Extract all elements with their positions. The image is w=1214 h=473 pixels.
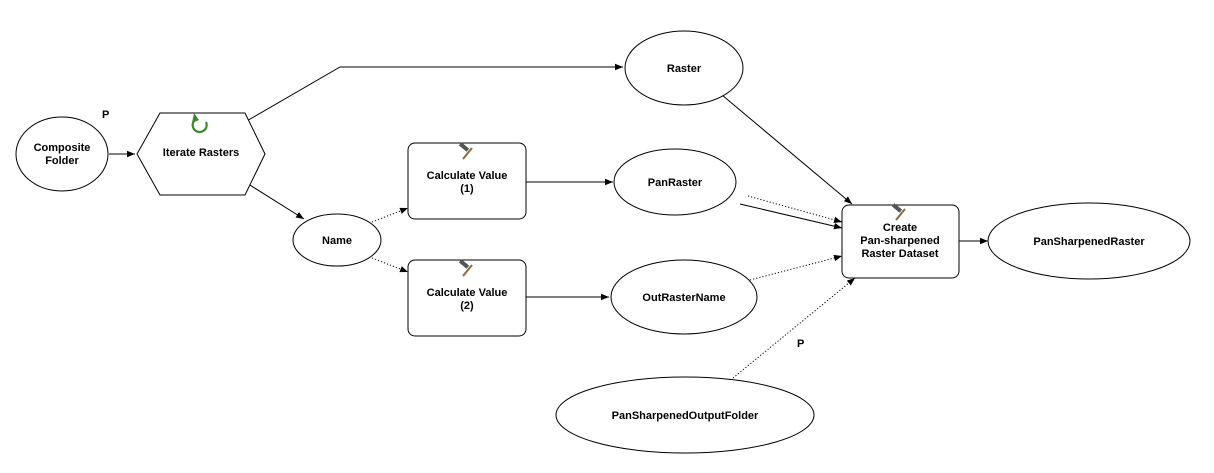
- node-outrastername[interactable]: OutRasterName: [610, 259, 758, 335]
- connector-panraster-to-create[interactable]: [739, 203, 843, 230]
- node-label: PanSharpenedRaster: [1033, 236, 1145, 248]
- node-label: Name: [322, 235, 352, 247]
- node-label: Folder: [45, 155, 79, 167]
- node-label: Iterate Rasters: [163, 147, 239, 159]
- node-panraster[interactable]: PanRaster: [613, 148, 737, 216]
- node-create-pansharpened-raster-dataset[interactable]: Create Pan-sharpened Raster Dataset: [841, 203, 960, 279]
- node-label: Pan-sharpened: [860, 235, 939, 247]
- iterate-icon: [191, 113, 208, 134]
- parameter-marker: P: [797, 338, 804, 350]
- connector-name-to-calc2[interactable]: [371, 257, 409, 273]
- node-label: Raster Dataset: [861, 248, 938, 260]
- node-iterate-rasters[interactable]: Iterate Rasters: [136, 112, 266, 196]
- node-label: PanRaster: [648, 177, 703, 189]
- hammer-icon: [458, 259, 473, 277]
- parameter-marker: P: [102, 109, 109, 121]
- node-calculate-value-1[interactable]: Calculate Value (1): [407, 142, 527, 220]
- connector-iterate-to-raster[interactable]: [244, 63, 623, 123]
- node-pansharpenedoutputfolder[interactable]: PanSharpenedOutputFolder P: [555, 338, 815, 454]
- node-raster[interactable]: Raster: [624, 30, 744, 106]
- connectors: [109, 63, 988, 379]
- node-pansharpenedraster[interactable]: PanSharpenedRaster: [987, 202, 1191, 280]
- node-calculate-value-2[interactable]: Calculate Value (2): [407, 259, 527, 337]
- node-label: OutRasterName: [642, 292, 725, 304]
- node-label: Calculate Value: [427, 170, 508, 182]
- hammer-icon: [891, 203, 906, 221]
- connector-outputfolder-to-create[interactable]: [732, 277, 856, 379]
- connector-panraster-to-create-dotted[interactable]: [747, 195, 843, 223]
- connector-raster-to-create[interactable]: [721, 94, 853, 205]
- node-label: Create: [883, 222, 917, 234]
- node-composite-folder[interactable]: Composite Folder P: [15, 109, 109, 192]
- hammer-icon: [458, 142, 473, 160]
- node-label: Composite: [34, 142, 91, 154]
- node-label: PanSharpenedOutputFolder: [612, 410, 759, 422]
- node-label: Raster: [667, 63, 702, 75]
- node-label: Calculate Value: [427, 287, 508, 299]
- node-label: (1): [460, 183, 474, 195]
- node-label: (2): [460, 300, 474, 312]
- connector-name-to-calc1[interactable]: [371, 207, 409, 223]
- connector-outrastername-to-create[interactable]: [749, 254, 843, 281]
- connector-iterate-to-name[interactable]: [244, 181, 305, 220]
- node-name[interactable]: Name: [292, 213, 382, 267]
